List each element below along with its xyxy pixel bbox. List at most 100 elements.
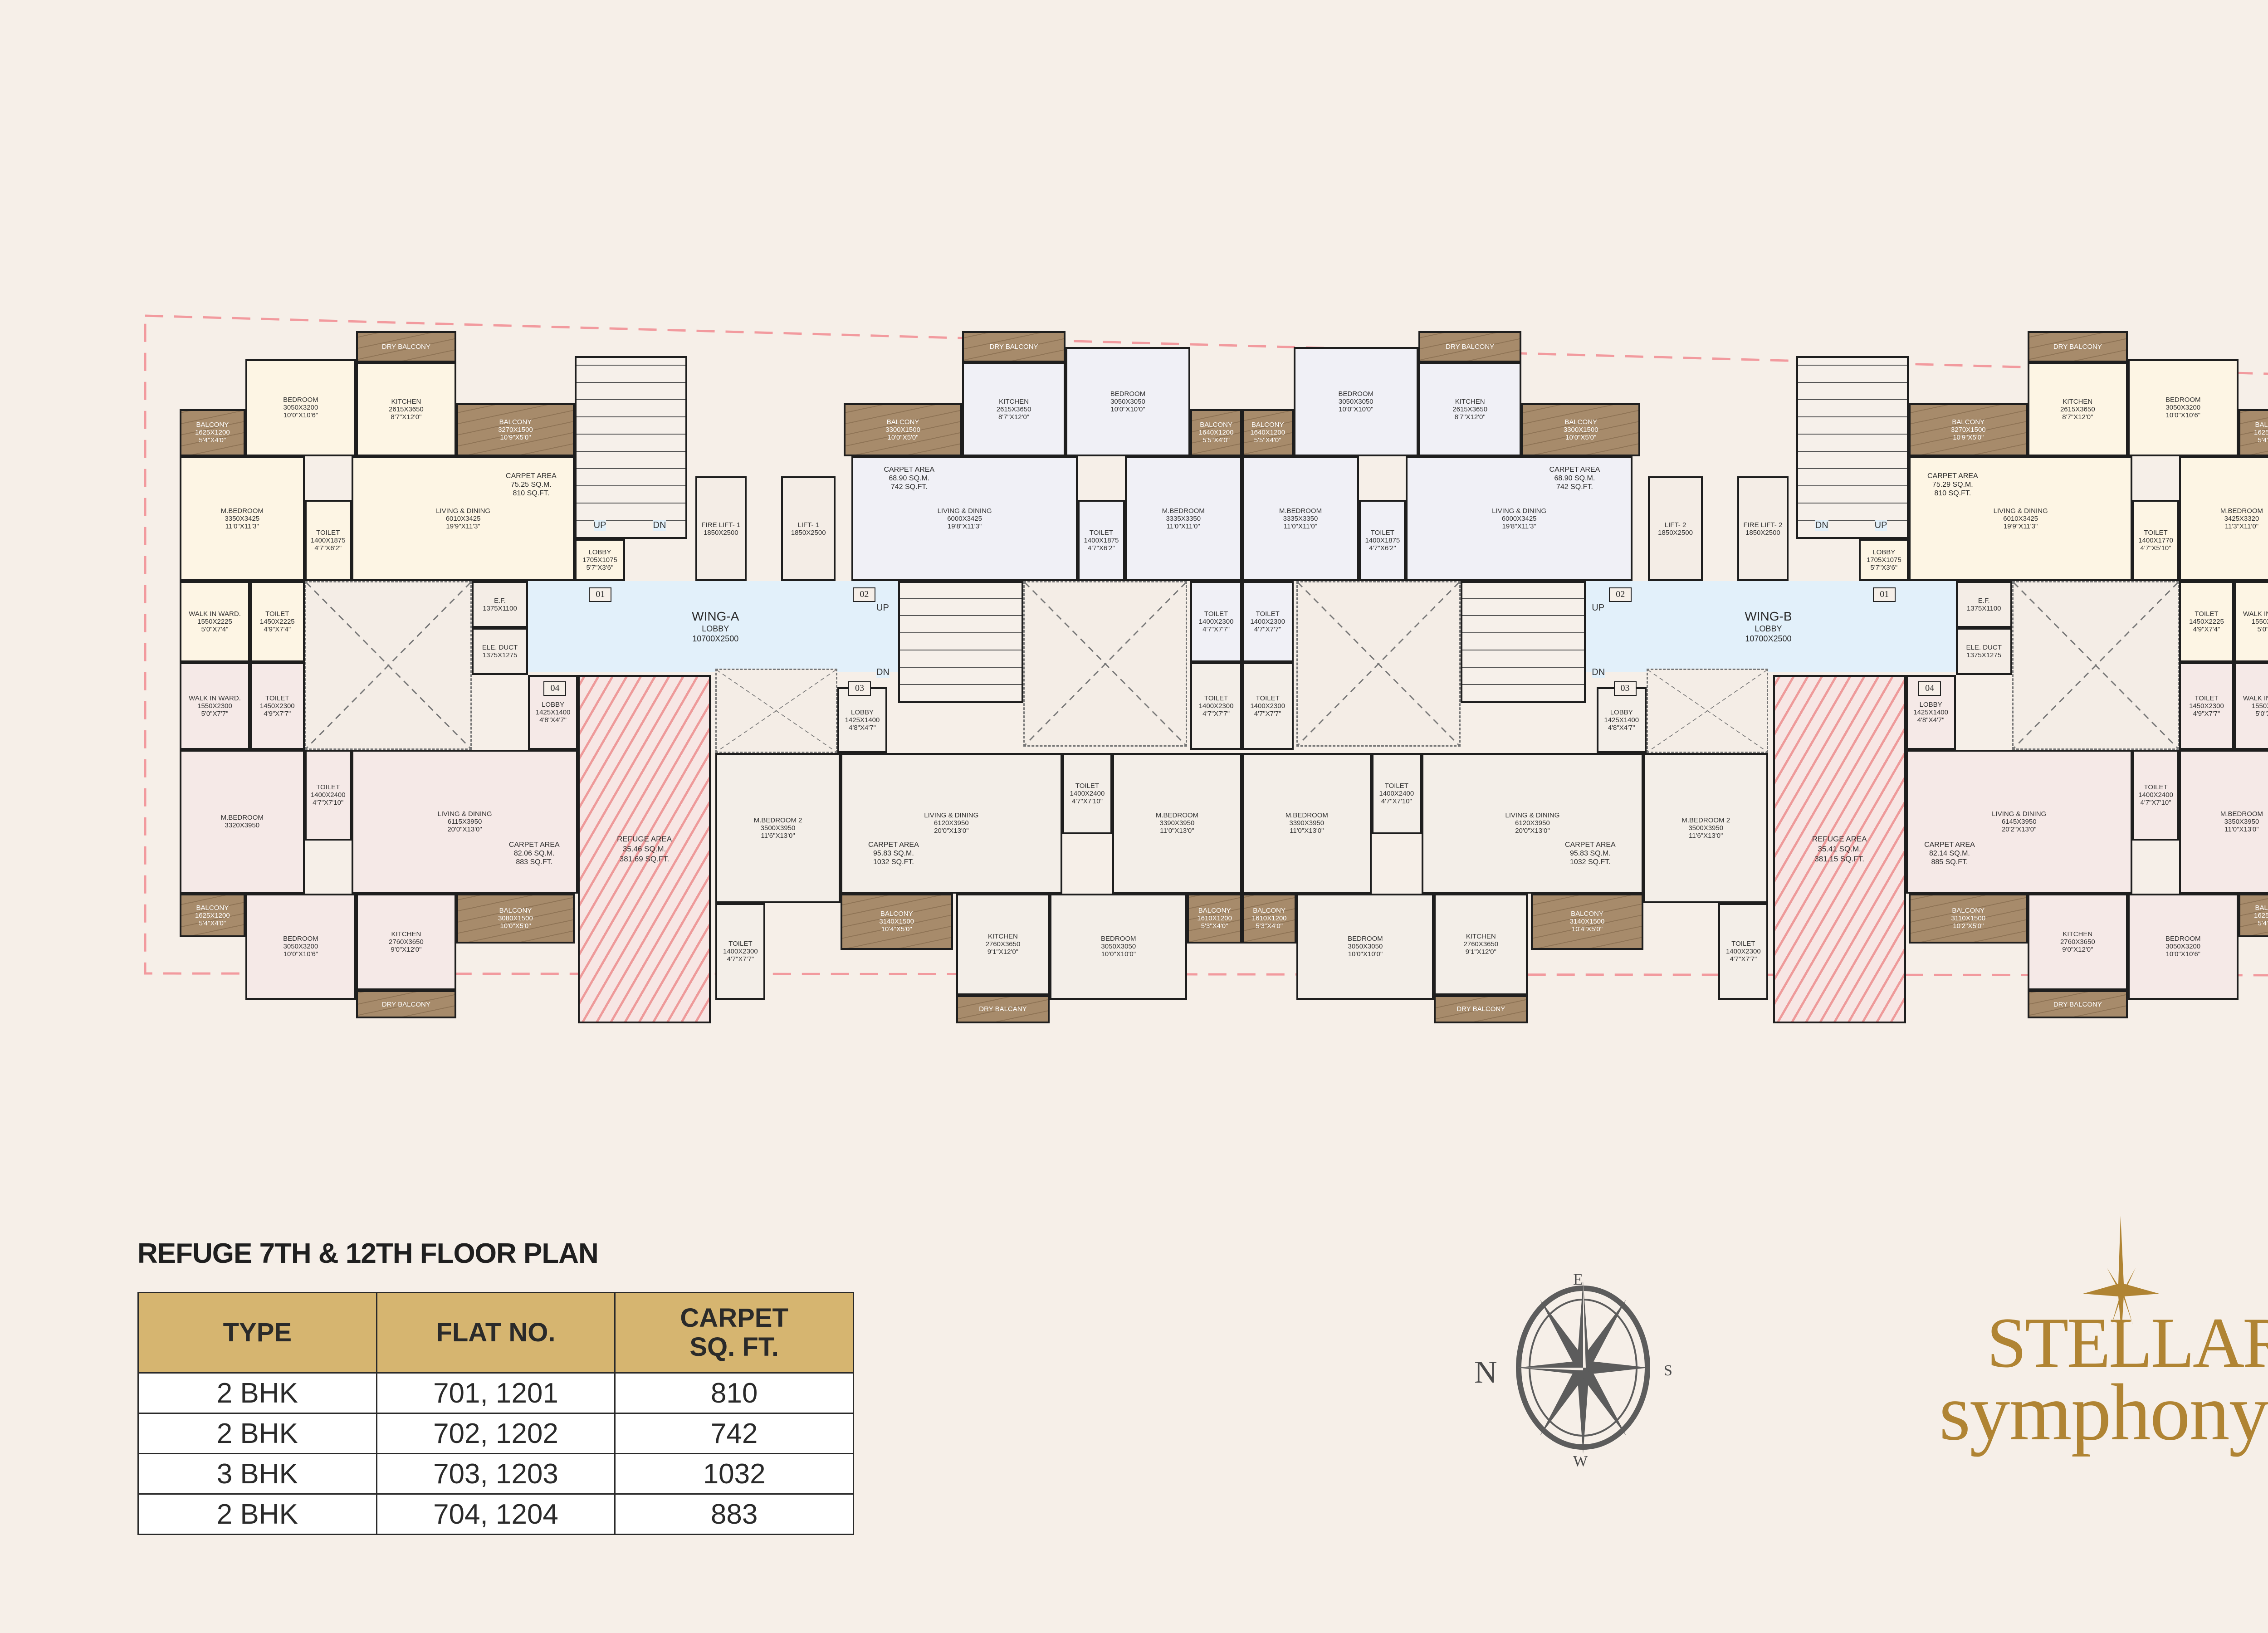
- room-name: BALCONY: [1564, 418, 1598, 426]
- col-carpet: CARPET SQ. FT.: [614, 1292, 854, 1374]
- room-size-ft: 11'0"X13'0": [1290, 827, 1324, 835]
- room-name: DRY BALCONY: [381, 343, 430, 351]
- unit-number-tag: 02: [853, 587, 876, 602]
- room-size-ft: 19'8"X11'3": [947, 522, 982, 530]
- stair-down-label: DN: [876, 667, 890, 678]
- brand-line1: STELLAR: [1987, 1303, 2268, 1383]
- staircase: [898, 581, 1023, 703]
- room-name: TOILET: [1075, 782, 1100, 790]
- room-name: BEDROOM: [1110, 390, 1146, 398]
- room-size-ft: 11'0"X13'0": [2224, 825, 2259, 833]
- room-size: 1400X2300: [1250, 618, 1286, 626]
- room-name: BEDROOM: [2165, 396, 2201, 404]
- room-name: KITCHEN: [391, 397, 421, 406]
- room-size-ft: 4'9"X7'4": [264, 626, 291, 634]
- room-size-ft: 10'0"X10'0": [1348, 950, 1383, 958]
- room-name: KITCHEN: [391, 930, 421, 939]
- room-size-ft: 10'0"X5'0": [887, 433, 919, 441]
- room-name: M.BEDROOM: [1155, 812, 1199, 820]
- room-size-ft: 9'0"X12'0": [391, 946, 422, 954]
- room-name: LIVING & DINING: [937, 507, 992, 515]
- room-name: LOBBY: [588, 548, 611, 557]
- carpet-sqft: 1032 SQ.FT.: [873, 858, 914, 866]
- carpet-sqm: 75.29 SQ.M.: [1932, 481, 1973, 489]
- room-dry-balcony: DRY BALCONY: [356, 331, 456, 362]
- room-size: 6120X3950: [934, 819, 969, 827]
- room-name: LIVING & DINING: [1505, 812, 1560, 820]
- room-name: BALCONY: [886, 418, 919, 426]
- unit-number-tag: 02: [1609, 587, 1632, 602]
- cell-type: 2 BHK: [137, 1413, 377, 1454]
- room-name: KITCHEN: [2063, 397, 2093, 406]
- room-emergency-fan: E.F.1375X1100: [472, 581, 528, 628]
- room-size-ft: 11'3"X11'0": [2224, 522, 2259, 530]
- room-size: 3335X3350: [1283, 514, 1318, 523]
- room-size: 3425X3320: [2224, 514, 2259, 523]
- col-flat-no: FLAT NO.: [376, 1292, 616, 1374]
- room-size-ft: 10'0"X10'0": [1339, 405, 1374, 413]
- room-size: 2760X3650: [1463, 940, 1499, 949]
- room-size-ft: 4'9"X7'4": [2193, 626, 2220, 634]
- room-name: TOILET: [728, 939, 753, 948]
- carpet-sqm: 68.90 SQ.M.: [889, 474, 930, 483]
- carpet-sqm: 95.83 SQ.M.: [1569, 849, 1611, 857]
- room-size-ft: 10'0"X5'0": [1565, 433, 1597, 441]
- room-label: DRY BALCONY: [382, 1001, 430, 1008]
- carpet-sqm: 95.83 SQ.M.: [873, 849, 914, 857]
- open-duct: [1296, 581, 1461, 747]
- room-size-ft: 9'0"X12'0": [2062, 946, 2093, 954]
- carpet-label: CARPET AREA: [506, 472, 557, 480]
- unit-number-tag: 03: [1613, 681, 1637, 696]
- room-name: LOBBY: [1872, 548, 1896, 557]
- room-name: BALCONY: [1571, 910, 1603, 918]
- cell-type: 2 BHK: [137, 1372, 377, 1414]
- room-size-ft: 5'0"X7'7": [2255, 710, 2268, 718]
- room-size: 1850X2500: [1745, 528, 1780, 537]
- compass-e: E: [1573, 1270, 1583, 1288]
- carpet-sqft: 742 SQ.FT.: [1556, 483, 1593, 491]
- room-size-ft: 5'4"X4'0": [2258, 919, 2268, 927]
- room-name: BALCONY: [880, 910, 913, 918]
- room-size-ft: 5'0"X7'7": [201, 710, 229, 718]
- open-duct: [715, 668, 837, 753]
- room-size-ft: 5'4"X4'0": [199, 436, 226, 445]
- room-size-ft: 11'0"X11'3": [225, 522, 259, 530]
- cell-carpet: 810: [614, 1372, 854, 1414]
- compass-rose-icon: E N S W: [1474, 1270, 1672, 1470]
- room-size-ft: 4'7"X7'7": [1730, 955, 1757, 963]
- lobby-name: LOBBY: [1755, 624, 1782, 634]
- compass-n: N: [1474, 1355, 1497, 1390]
- room-size-ft: 11'6"X13'0": [1689, 831, 1723, 840]
- room-size-ft: 5'4"X4'0": [2258, 436, 2268, 445]
- carpet-sqm: 82.06 SQ.M.: [513, 849, 555, 857]
- staircase: [575, 356, 688, 539]
